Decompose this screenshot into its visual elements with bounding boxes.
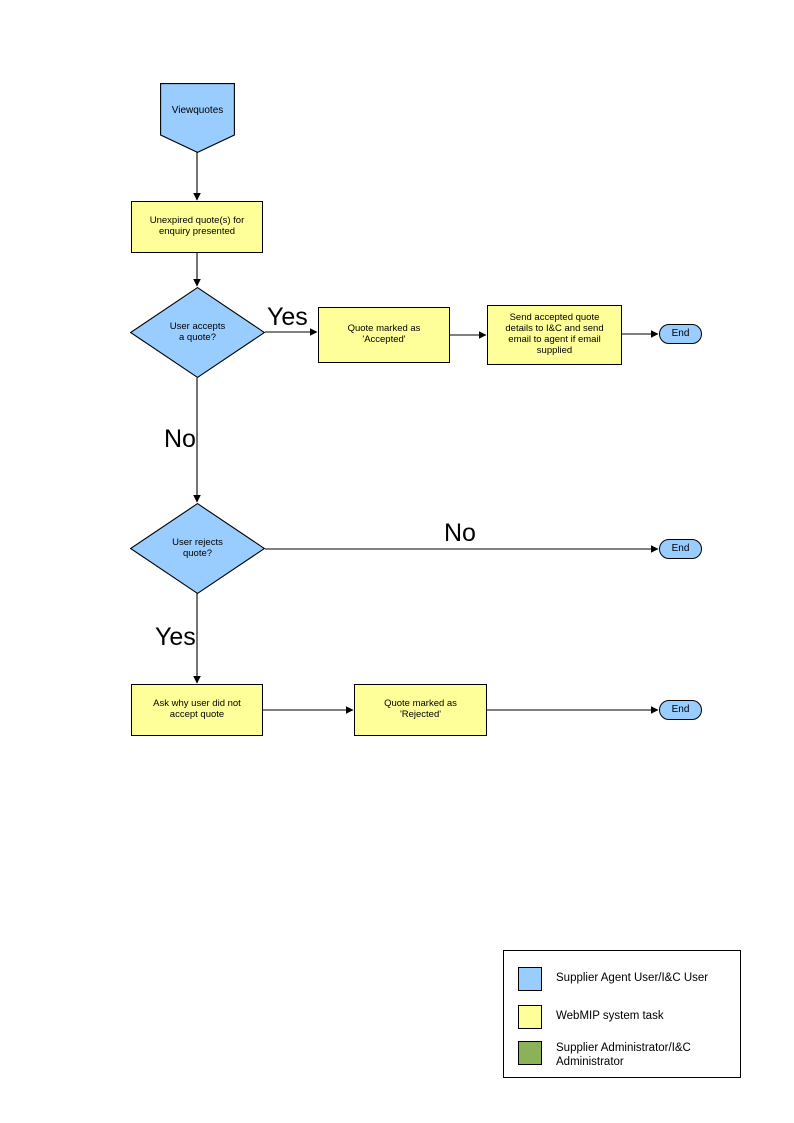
diamond-shape: [130, 503, 265, 594]
edge-label-no-accepts: No: [164, 425, 196, 453]
legend-item-supplier-administrator: Supplier Administrator/I&C Administrator: [518, 1041, 691, 1069]
legend-swatch-green: [518, 1041, 542, 1065]
node-label: Quote marked as 'Rejected': [384, 698, 457, 720]
node-task-ask-why-not-accepted[interactable]: Ask why user did not accept quote: [131, 684, 263, 736]
node-end-rejected[interactable]: End: [659, 700, 702, 720]
legend-item-supplier-agent-user: Supplier Agent User/I&C User: [518, 967, 708, 991]
node-label: Viewquotes: [171, 105, 224, 117]
diamond-shape: [130, 287, 265, 378]
edge-label-yes-rejects: Yes: [155, 623, 196, 651]
node-decision-user-rejects-quote[interactable]: User rejects quote?: [130, 503, 265, 594]
node-task-quote-marked-rejected[interactable]: Quote marked as 'Rejected': [354, 684, 487, 736]
legend-label: Supplier Agent User/I&C User: [556, 972, 709, 984]
node-label: End: [671, 328, 690, 340]
node-label: End: [671, 543, 690, 555]
node-task-send-accepted-quote-details[interactable]: Send accepted quote details to I&C and s…: [487, 305, 622, 365]
node-label: Unexpired quote(s) for enquiry presented: [149, 215, 245, 237]
legend-swatch-blue: [518, 967, 542, 991]
node-label: User accepts a quote?: [169, 320, 226, 343]
pentagon-shape: [160, 83, 235, 153]
node-decision-user-accepts-quote[interactable]: User accepts a quote?: [130, 287, 265, 378]
node-label: Quote marked as 'Accepted': [347, 323, 421, 345]
node-task-quote-marked-accepted[interactable]: Quote marked as 'Accepted': [318, 307, 450, 363]
node-start-viewquotes[interactable]: Viewquotes: [160, 83, 235, 153]
node-label: Send accepted quote details to I&C and s…: [505, 312, 604, 356]
node-end-no-reject[interactable]: End: [659, 539, 702, 559]
legend-item-webmip-system-task: WebMIP system task: [518, 1005, 664, 1029]
edge-label-no-rejects: No: [444, 519, 476, 547]
legend-swatch-yellow: [518, 1005, 542, 1029]
node-label: End: [671, 704, 690, 716]
legend: Supplier Agent User/I&C User WebMIP syst…: [503, 950, 741, 1078]
node-label: Ask why user did not accept quote: [153, 698, 241, 720]
node-task-unexpired-quotes[interactable]: Unexpired quote(s) for enquiry presented: [131, 201, 263, 253]
legend-label: WebMIP system task: [556, 1010, 664, 1022]
edge-label-yes-accepts: Yes: [267, 303, 308, 331]
node-label: User rejects quote?: [172, 536, 223, 559]
node-end-accepted[interactable]: End: [659, 324, 702, 344]
legend-label: Supplier Administrator/I&C Administrator: [556, 1042, 691, 1069]
